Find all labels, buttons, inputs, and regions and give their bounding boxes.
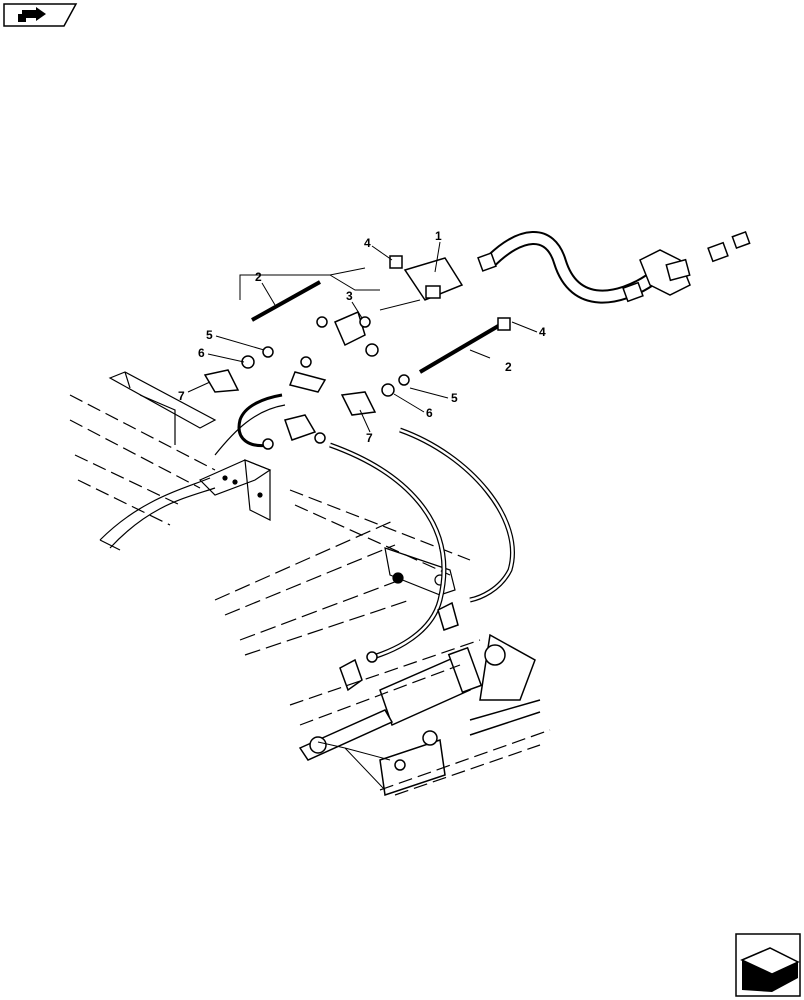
callout-7-left: 7 xyxy=(178,389,185,403)
callout-labels: 1 2 2 3 4 4 5 5 6 6 7 7 xyxy=(178,229,546,445)
callout-6-right: 6 xyxy=(426,406,433,420)
forward-nav-button[interactable] xyxy=(735,933,801,997)
callout-4-right: 4 xyxy=(539,325,546,339)
hydraulic-cylinder xyxy=(298,633,541,796)
callout-5-left: 5 xyxy=(206,328,213,342)
callout-5-right: 5 xyxy=(451,391,458,405)
back-nav-button[interactable] xyxy=(3,3,78,27)
callout-3: 3 xyxy=(346,289,353,303)
callout-2-right: 2 xyxy=(505,360,512,374)
callout-6-left: 6 xyxy=(198,346,205,360)
cylinder-frame-lines xyxy=(289,639,551,796)
hoses xyxy=(237,231,654,661)
frame-structure xyxy=(69,371,471,656)
callout-2-left: 2 xyxy=(255,270,262,284)
leader-lines xyxy=(187,241,538,791)
callout-7-right: 7 xyxy=(366,431,373,445)
fittings xyxy=(203,231,751,692)
hand-pointing-icon xyxy=(18,7,46,22)
arrow-forward-icon xyxy=(740,947,800,992)
callout-1: 1 xyxy=(435,229,442,243)
callout-4-left: 4 xyxy=(364,236,371,250)
